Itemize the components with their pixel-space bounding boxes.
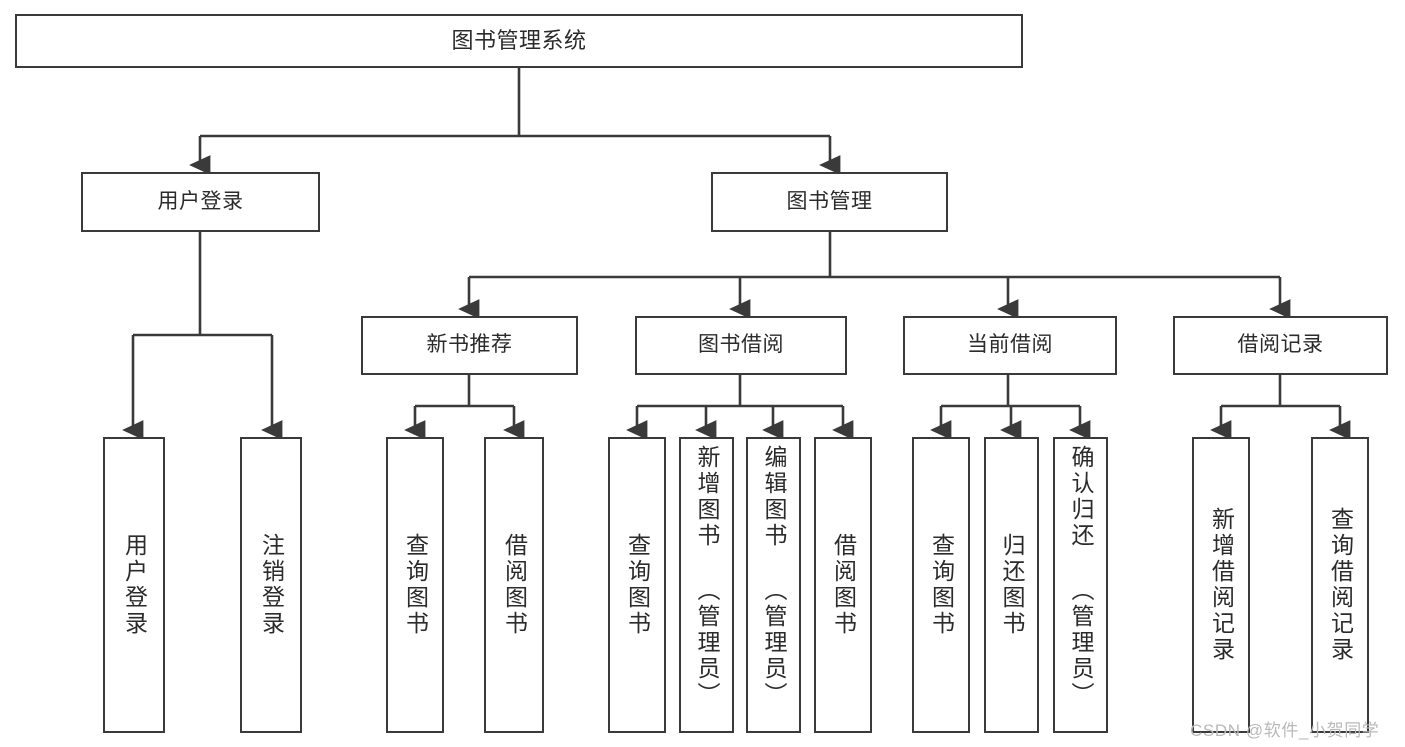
node-borrow-book-recommend: 借阅图书 xyxy=(484,437,544,733)
node-confirm-return-admin-label: 确认归还 （管理员） xyxy=(1068,445,1094,708)
node-user-login: 用户登录 xyxy=(81,172,320,232)
node-return-book-label: 归还图书 xyxy=(999,533,1025,637)
node-root-label: 图书管理系统 xyxy=(451,28,587,54)
node-borrow-book-borrow-label: 借阅图书 xyxy=(830,533,857,637)
node-edit-book-admin: 编辑图书 （管理员） xyxy=(746,437,801,733)
node-add-book-admin: 新增图书 （管理员） xyxy=(679,437,734,733)
node-borrow-record: 借阅记录 xyxy=(1173,316,1388,375)
node-return-book: 归还图书 xyxy=(984,437,1039,733)
node-book-manage-label: 图书管理 xyxy=(786,189,873,213)
node-user-login-action-label: 用户登录 xyxy=(121,533,148,637)
node-current-borrow-label: 当前借阅 xyxy=(967,333,1053,357)
node-current-borrow: 当前借阅 xyxy=(903,316,1117,375)
node-query-book-current: 查询图书 xyxy=(912,437,970,733)
node-book-manage: 图书管理 xyxy=(711,172,948,232)
node-add-borrow-record-label: 新增借阅记录 xyxy=(1208,507,1235,663)
node-query-borrow-record: 查询借阅记录 xyxy=(1311,437,1369,733)
node-borrow-record-label: 借阅记录 xyxy=(1237,333,1324,357)
node-user-login-action: 用户登录 xyxy=(103,437,165,733)
node-book-borrow-label: 图书借阅 xyxy=(698,333,784,357)
node-root: 图书管理系统 xyxy=(15,14,1023,68)
node-query-borrow-record-label: 查询借阅记录 xyxy=(1327,507,1354,663)
node-add-borrow-record: 新增借阅记录 xyxy=(1192,437,1250,733)
node-new-book-recommend-label: 新书推荐 xyxy=(426,333,513,357)
node-query-book-current-label: 查询图书 xyxy=(928,533,955,637)
node-add-book-admin-label: 新增图书 （管理员） xyxy=(694,445,720,708)
node-borrow-book-recommend-label: 借阅图书 xyxy=(501,533,528,637)
node-logout-action-label: 注销登录 xyxy=(258,533,285,637)
node-confirm-return-admin: 确认归还 （管理员） xyxy=(1053,437,1108,733)
node-query-book-borrow-label: 查询图书 xyxy=(624,533,651,637)
node-book-borrow: 图书借阅 xyxy=(635,316,847,375)
node-logout-action: 注销登录 xyxy=(240,437,302,733)
node-new-book-recommend: 新书推荐 xyxy=(361,316,578,375)
node-user-login-label: 用户登录 xyxy=(157,189,244,213)
node-query-book-recommend-label: 查询图书 xyxy=(402,533,429,637)
node-query-book-borrow: 查询图书 xyxy=(608,437,666,733)
node-query-book-recommend: 查询图书 xyxy=(386,437,444,733)
node-edit-book-admin-label: 编辑图书 （管理员） xyxy=(761,445,787,708)
node-borrow-book-borrow: 借阅图书 xyxy=(814,437,872,733)
csdn-watermark: CSDN @软件_小贺同学 xyxy=(1190,721,1380,740)
